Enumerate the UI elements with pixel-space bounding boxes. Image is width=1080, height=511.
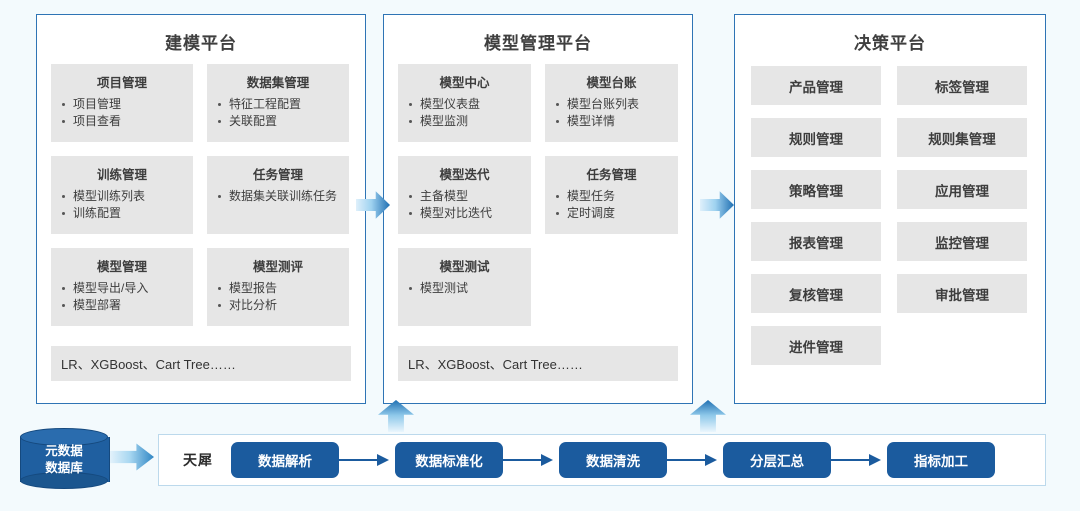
card-item-list: 模型任务 定时调度 xyxy=(551,188,672,222)
card-task-management[interactable]: 任务管理 模型任务 定时调度 xyxy=(545,156,678,234)
list-item[interactable]: 模型部署 xyxy=(57,297,187,314)
card-model-management[interactable]: 模型管理 模型导出/导入 模型部署 xyxy=(51,248,193,326)
list-item[interactable]: 模型测试 xyxy=(404,280,525,297)
pipeline-step-data-parsing[interactable]: 数据解析 xyxy=(231,442,339,478)
panel-model-management-platform: 模型管理平台 模型中心 模型仪表盘 模型监测 模型台账 模型台账列表 模型详情 … xyxy=(383,14,693,404)
list-item[interactable]: 模型仪表盘 xyxy=(404,96,525,113)
panel-title-decision: 决策平台 xyxy=(854,34,926,53)
list-item[interactable]: 模型监测 xyxy=(404,113,525,130)
card-title: 项目管理 xyxy=(96,76,147,90)
list-item[interactable]: 模型详情 xyxy=(551,113,672,130)
model-management-card-grid: 模型中心 模型仪表盘 模型监测 模型台账 模型台账列表 模型详情 模型迭代 主备… xyxy=(384,64,692,326)
algorithm-bar-model-management: LR、XGBoost、Cart Tree…… xyxy=(398,346,678,381)
pipeline-step-data-cleaning[interactable]: 数据清洗 xyxy=(559,442,667,478)
arrow-right-icon xyxy=(667,454,723,466)
list-item[interactable]: 数据集关联训练任务 xyxy=(213,188,343,205)
card-model-ledger[interactable]: 模型台账 模型台账列表 模型详情 xyxy=(545,64,678,142)
card-item-list: 项目管理 项目查看 xyxy=(57,96,187,130)
list-item[interactable]: 关联配置 xyxy=(213,113,343,130)
data-pipeline-bar: 天犀 数据解析 数据标准化 数据清洗 分层汇总 指标加工 xyxy=(158,434,1046,486)
list-item[interactable]: 模型导出/导入 xyxy=(57,280,187,297)
list-item[interactable]: 模型任务 xyxy=(551,188,672,205)
arrow-right-icon xyxy=(503,454,559,466)
pipeline-label: 天犀 xyxy=(183,452,213,468)
button-label-management[interactable]: 标签管理 xyxy=(897,66,1027,105)
algorithm-bar-modeling: LR、XGBoost、Cart Tree…… xyxy=(51,346,351,381)
card-item-list: 主备模型 模型对比迭代 xyxy=(404,188,525,222)
card-title: 任务管理 xyxy=(586,168,637,182)
card-title: 模型测评 xyxy=(252,260,303,274)
card-placeholder xyxy=(545,248,678,326)
decision-button-grid: 产品管理 标签管理 规则管理 规则集管理 策略管理 应用管理 报表管理 监控管理… xyxy=(735,66,1045,365)
card-model-iteration[interactable]: 模型迭代 主备模型 模型对比迭代 xyxy=(398,156,531,234)
pipeline-step-data-standardization[interactable]: 数据标准化 xyxy=(395,442,503,478)
panel-modeling-platform: 建模平台 项目管理 项目管理 项目查看 数据集管理 特征工程配置 关联配置 训练… xyxy=(36,14,366,404)
card-title: 训练管理 xyxy=(96,168,147,182)
card-project-management[interactable]: 项目管理 项目管理 项目查看 xyxy=(51,64,193,142)
card-training-management[interactable]: 训练管理 模型训练列表 训练配置 xyxy=(51,156,193,234)
list-item[interactable]: 特征工程配置 xyxy=(213,96,343,113)
arrow-right-icon xyxy=(339,454,395,466)
database-label-line2: 数据库 xyxy=(45,461,83,475)
card-title: 模型台账 xyxy=(586,76,637,90)
card-item-list: 模型导出/导入 模型部署 xyxy=(57,280,187,314)
database-cylinder-icon: 元数据 数据库 xyxy=(20,428,110,490)
database-label-line1: 元数据 xyxy=(45,444,83,458)
pipeline-step-layered-aggregation[interactable]: 分层汇总 xyxy=(723,442,831,478)
list-item[interactable]: 对比分析 xyxy=(213,297,343,314)
card-item-list: 数据集关联训练任务 xyxy=(213,188,343,205)
button-intake-management[interactable]: 进件管理 xyxy=(751,326,881,365)
card-title: 模型迭代 xyxy=(439,168,490,182)
card-title: 模型中心 xyxy=(439,76,490,90)
card-model-test[interactable]: 模型测试 模型测试 xyxy=(398,248,531,326)
button-review-management[interactable]: 复核管理 xyxy=(751,274,881,313)
panel-title-model-management: 模型管理平台 xyxy=(484,34,592,53)
arrow-up-icon xyxy=(690,400,726,432)
card-item-list: 模型台账列表 模型详情 xyxy=(551,96,672,130)
card-item-list: 特征工程配置 关联配置 xyxy=(213,96,343,130)
list-item[interactable]: 项目管理 xyxy=(57,96,187,113)
list-item[interactable]: 训练配置 xyxy=(57,205,187,222)
arrow-right-icon xyxy=(700,190,734,220)
list-item[interactable]: 模型训练列表 xyxy=(57,188,187,205)
button-approval-management[interactable]: 审批管理 xyxy=(897,274,1027,313)
panel-decision-platform: 决策平台 产品管理 标签管理 规则管理 规则集管理 策略管理 应用管理 报表管理… xyxy=(734,14,1046,404)
modeling-card-grid: 项目管理 项目管理 项目查看 数据集管理 特征工程配置 关联配置 训练管理 模型… xyxy=(37,64,365,326)
card-title: 模型测试 xyxy=(439,260,490,274)
arrow-up-icon xyxy=(378,400,414,432)
list-item[interactable]: 定时调度 xyxy=(551,205,672,222)
card-dataset-management[interactable]: 数据集管理 特征工程配置 关联配置 xyxy=(207,64,349,142)
button-strategy-management[interactable]: 策略管理 xyxy=(751,170,881,209)
button-report-management[interactable]: 报表管理 xyxy=(751,222,881,261)
list-item[interactable]: 项目查看 xyxy=(57,113,187,130)
button-application-management[interactable]: 应用管理 xyxy=(897,170,1027,209)
button-ruleset-management[interactable]: 规则集管理 xyxy=(897,118,1027,157)
list-item[interactable]: 模型台账列表 xyxy=(551,96,672,113)
arrow-right-icon xyxy=(110,443,154,471)
card-model-center[interactable]: 模型中心 模型仪表盘 模型监测 xyxy=(398,64,531,142)
card-item-list: 模型仪表盘 模型监测 xyxy=(404,96,525,130)
card-item-list: 模型报告 对比分析 xyxy=(213,280,343,314)
card-title: 模型管理 xyxy=(96,260,147,274)
card-task-management[interactable]: 任务管理 数据集关联训练任务 xyxy=(207,156,349,234)
card-item-list: 模型测试 xyxy=(404,280,525,297)
button-product-management[interactable]: 产品管理 xyxy=(751,66,881,105)
card-model-evaluation[interactable]: 模型测评 模型报告 对比分析 xyxy=(207,248,349,326)
panel-title-modeling: 建模平台 xyxy=(165,34,237,53)
pipeline-step-metric-processing[interactable]: 指标加工 xyxy=(887,442,995,478)
card-title: 数据集管理 xyxy=(246,76,310,90)
list-item[interactable]: 主备模型 xyxy=(404,188,525,205)
button-rule-management[interactable]: 规则管理 xyxy=(751,118,881,157)
list-item[interactable]: 模型对比迭代 xyxy=(404,205,525,222)
arrow-right-icon xyxy=(356,190,390,220)
card-title: 任务管理 xyxy=(252,168,303,182)
card-item-list: 模型训练列表 训练配置 xyxy=(57,188,187,222)
arrow-right-icon xyxy=(831,454,887,466)
button-monitor-management[interactable]: 监控管理 xyxy=(897,222,1027,261)
list-item[interactable]: 模型报告 xyxy=(213,280,343,297)
